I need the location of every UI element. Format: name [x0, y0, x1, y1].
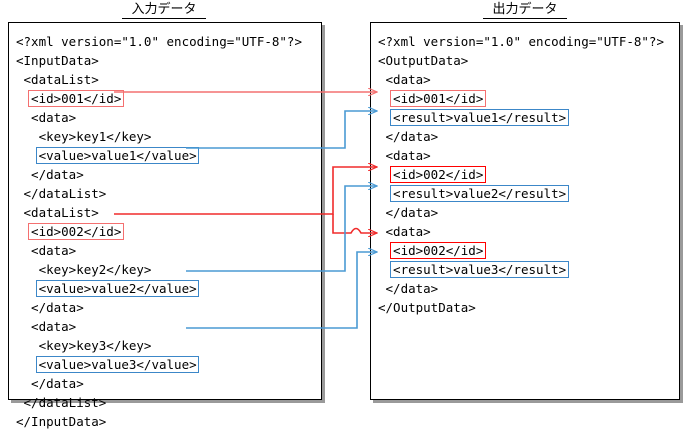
- highlight-box: [390, 242, 487, 259]
- code-line: <OutputData>: [378, 53, 469, 68]
- highlight-box: [390, 166, 487, 183]
- code-line: <value>value2</value>: [16, 281, 197, 296]
- code-line: <result>value3</result>: [378, 262, 567, 277]
- code-line: </data>: [378, 205, 439, 220]
- code-line: </data>: [16, 167, 84, 182]
- highlight-box: [390, 109, 569, 126]
- input-data-panel: <?xml version="1.0" encoding="UTF-8"?> <I…: [8, 22, 322, 429]
- code-line: <id>001</id>: [16, 91, 122, 106]
- mapping-connectors: [114, 0, 687, 329]
- wire-id002-b: [332, 214, 377, 233]
- highlight-box: [390, 261, 569, 278]
- code-line: <data>: [378, 148, 431, 163]
- code-line: <?xml version="1.0" encoding="UTF-8"?>: [16, 34, 302, 49]
- code-line: <data>: [378, 72, 431, 87]
- code-line: <result>value2</result>: [378, 186, 567, 201]
- wire-value3: [186, 252, 377, 329]
- code-line: <id>002</id>: [16, 224, 122, 239]
- code-line: </data>: [378, 129, 439, 144]
- output-panel-title: 出力データ: [483, 2, 567, 19]
- output-data-panel: <?xml version="1.0" encoding="UTF-8"?> <O…: [370, 22, 680, 400]
- code-line: <key>key3</key>: [16, 338, 152, 353]
- wire-value1: [186, 111, 377, 149]
- highlight-box: [28, 90, 125, 107]
- code-line: <id>001</id>: [378, 91, 484, 106]
- code-line: <?xml version="1.0" encoding="UTF-8"?>: [378, 34, 664, 49]
- highlight-box: [28, 223, 125, 240]
- code-line: </dataList>: [16, 186, 107, 201]
- code-line: <dataList>: [16, 72, 99, 87]
- code-line: </OutputData>: [378, 300, 476, 315]
- code-line: <key>key2</key>: [16, 262, 152, 277]
- code-line: </dataList>: [16, 395, 107, 410]
- highlight-box: [390, 90, 487, 107]
- highlight-box: [35, 280, 200, 297]
- input-panel-title: 入力データ: [122, 2, 206, 19]
- code-line: <data>: [16, 243, 77, 258]
- highlight-box: [35, 356, 200, 373]
- code-line: <id>002</id>: [378, 243, 484, 258]
- code-line: <data>: [16, 319, 77, 334]
- code-line: </data>: [16, 376, 84, 391]
- output-xml-code: <?xml version="1.0" encoding="UTF-8"?> <O…: [371, 32, 679, 317]
- code-line: <id>002</id>: [378, 167, 484, 182]
- code-line: <key>key1</key>: [16, 129, 152, 144]
- code-line: <data>: [378, 224, 431, 239]
- highlight-box: [35, 147, 200, 164]
- code-line: <dataList>: [16, 205, 99, 220]
- wire-value2: [186, 186, 377, 272]
- highlight-box: [390, 185, 569, 202]
- diagram-canvas: 入力データ 出力データ <?xml version="1.0" encoding…: [8, 0, 687, 429]
- input-xml-code: <?xml version="1.0" encoding="UTF-8"?> <I…: [9, 32, 321, 431]
- code-line: <value>value3</value>: [16, 357, 197, 372]
- code-line: <value>value1</value>: [16, 148, 197, 163]
- code-line: <InputData>: [16, 53, 99, 68]
- wire-id002-a: [114, 167, 377, 215]
- code-line: <data>: [16, 110, 77, 125]
- code-line: <result>value1</result>: [378, 110, 567, 125]
- code-line: </data>: [16, 300, 84, 315]
- code-line: </data>: [378, 281, 439, 296]
